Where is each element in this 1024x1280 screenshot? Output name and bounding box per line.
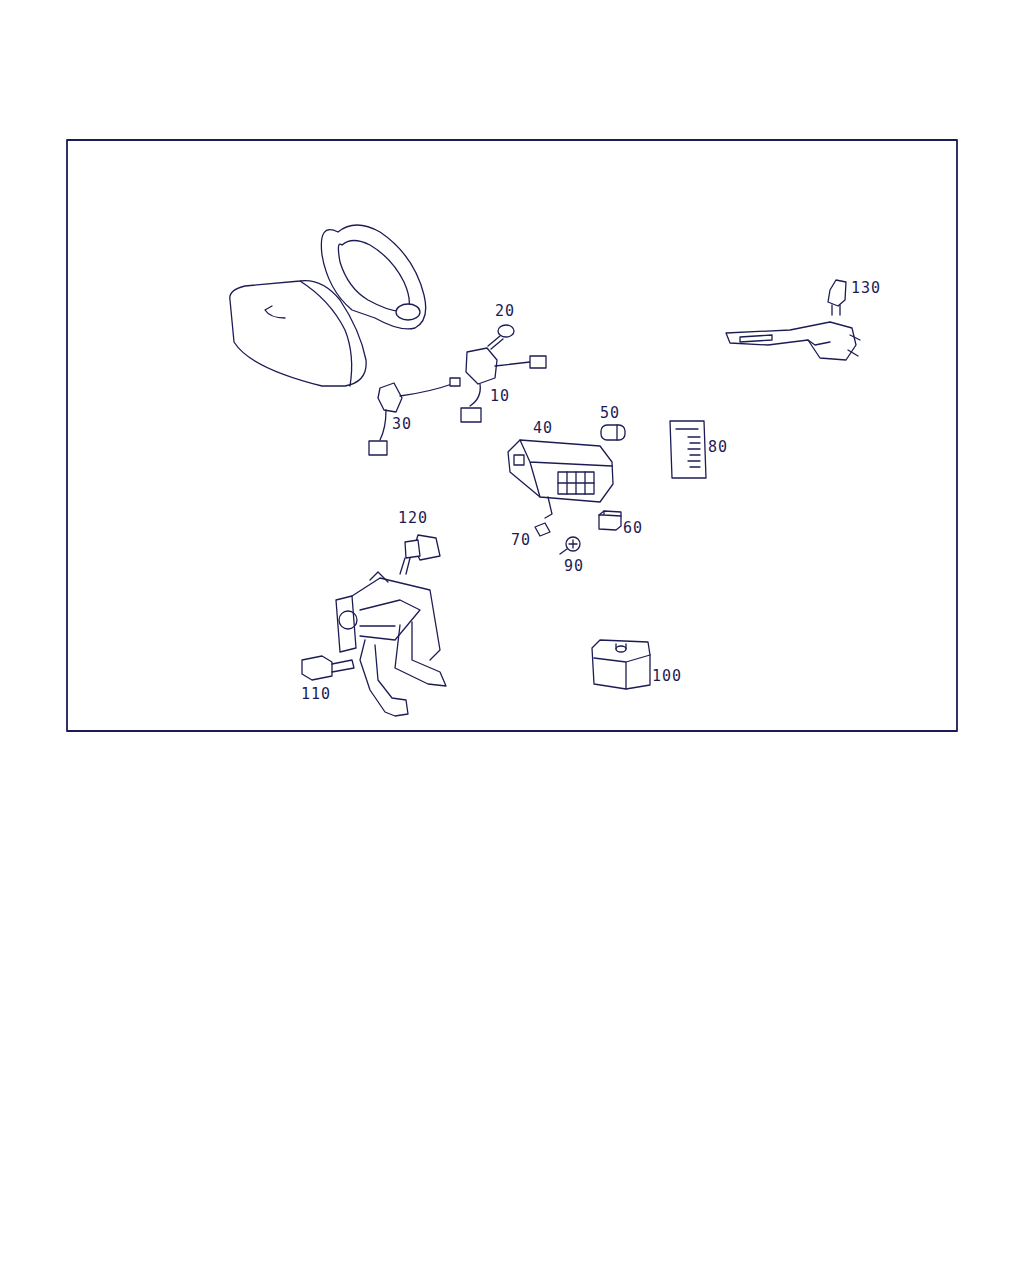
callout-number: 90 [563, 557, 585, 575]
switch-30 [369, 378, 460, 455]
callout-label: 30 [391, 415, 413, 433]
callout-label: 40 [532, 419, 554, 437]
switch-120 [400, 535, 440, 574]
callout-number: 80 [707, 438, 729, 456]
bulb-50 [601, 425, 625, 440]
callout-number: 10 [489, 387, 511, 405]
callout-label: 120 [397, 509, 429, 527]
callout-number: 30 [391, 415, 413, 433]
module-100 [592, 640, 650, 689]
switch-110 [302, 656, 354, 680]
callout-label: 20 [494, 302, 516, 320]
fuse-box-40 [508, 440, 613, 518]
callout-label: 80 [707, 438, 729, 456]
switch-10 [461, 348, 546, 422]
relay-60 [599, 511, 621, 530]
callout-number: 70 [510, 531, 532, 549]
callout-label: 100 [651, 667, 683, 685]
callout-number: 110 [300, 685, 332, 703]
callout-label: 10 [489, 387, 511, 405]
callout-number: 120 [397, 509, 429, 527]
screw-20 [488, 325, 514, 349]
screw-90 [560, 537, 580, 554]
callout-number: 20 [494, 302, 516, 320]
callout-number: 100 [651, 667, 683, 685]
callout-number: 130 [850, 279, 882, 297]
callout-label: 60 [622, 519, 644, 537]
pedal-assembly [336, 572, 446, 716]
clip-70 [535, 523, 550, 536]
lever-130 [726, 280, 860, 360]
callout-number: 60 [622, 519, 644, 537]
callout-label: 50 [599, 404, 621, 422]
steering-wheel-cluster [230, 225, 426, 386]
callout-label: 130 [850, 279, 882, 297]
card-80 [670, 421, 706, 478]
frame [67, 140, 957, 731]
callout-label: 90 [563, 557, 585, 575]
callout-number: 40 [532, 419, 554, 437]
callout-label: 70 [510, 531, 532, 549]
callout-label: 110 [300, 685, 332, 703]
callout-number: 50 [599, 404, 621, 422]
